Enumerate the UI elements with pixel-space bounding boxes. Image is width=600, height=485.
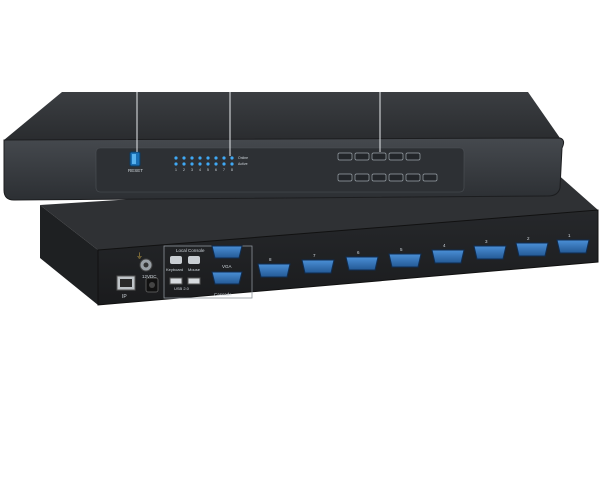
port-number: 8 [269,257,272,262]
reset-label: RESET [128,168,143,173]
led-number: 8 [231,168,233,172]
port-number: 2 [527,236,530,241]
ps2-mouse-port [188,256,200,264]
vga-port-7: 7 [301,253,335,274]
port-number: 3 [485,239,488,244]
vga-label: VGA [222,264,232,269]
cascade-vga-port: Cascade [211,271,243,297]
button-row-2 [337,173,438,182]
local-console-group: Local Console Keyboard Mouse USB 2.0 VGA… [163,245,253,299]
port-button[interactable] [354,152,370,161]
vga-port-5: 5 [388,247,422,268]
port-button[interactable] [388,152,404,161]
power-jack: 12VDC ⏚ [136,252,159,293]
port-select-buttons [337,152,438,182]
front-unit: RESET [3,92,565,201]
mouse-label: Mouse [188,267,201,272]
port-button[interactable] [405,173,421,182]
lan-port: IP [116,275,136,300]
port-button[interactable] [371,173,387,182]
port-number: 5 [400,247,403,252]
led-number: 6 [215,168,217,172]
led-port-numbers: 1 2 3 4 5 6 7 8 [175,168,233,172]
port-button[interactable] [354,173,370,182]
active-label: Active [238,162,248,166]
port-button[interactable] [388,173,404,182]
lan-label: IP [122,294,127,300]
vga-port-1: 1 [556,233,590,254]
port-number: 4 [443,243,446,248]
online-label: Online [238,156,248,160]
usb-port-1 [169,277,183,285]
power-label: 12VDC [142,274,157,279]
console-label: Local Console [176,248,205,253]
port-button[interactable] [405,152,421,161]
button-row-1 [337,152,421,161]
led-indicators: 1 2 3 4 5 6 7 8 Online Active [174,156,248,172]
console-vga-port: VGA [211,245,243,269]
port-number: 7 [313,253,316,258]
vga-port-3: 3 [473,239,507,260]
led-number: 1 [175,168,177,172]
online-led-row [174,156,234,160]
port-button[interactable] [371,152,387,161]
usb-port-2 [187,277,201,285]
front-unit-top [4,92,560,140]
led-number: 5 [207,168,209,172]
led-number: 4 [199,168,201,172]
ground-symbol-icon: ⏚ [136,252,143,260]
vga-port-4: 4 [431,243,465,264]
led-number: 7 [223,168,225,172]
led-number: 3 [191,168,193,172]
vga-port-8: 8 [257,257,291,278]
reset-button[interactable]: RESET [128,151,143,173]
vga-port-2: 2 [515,236,549,257]
cascade-label: Cascade [214,292,232,297]
callout-lines [136,92,381,156]
port-number: 6 [357,250,360,255]
port-number: 1 [568,233,571,238]
led-number: 2 [183,168,185,172]
port-button[interactable] [422,173,438,182]
active-led-row [174,162,234,166]
keyboard-label: Keyboard [166,267,183,272]
port-button[interactable] [337,152,353,161]
port-button[interactable] [337,173,353,182]
vga-port-6: 6 [345,250,379,271]
vga-ports-row: 8 7 6 5 4 3 2 [257,233,590,278]
rear-unit-side [40,205,98,305]
usb-label: USB 2.0 [174,286,190,291]
ps2-keyboard-port [170,256,182,264]
